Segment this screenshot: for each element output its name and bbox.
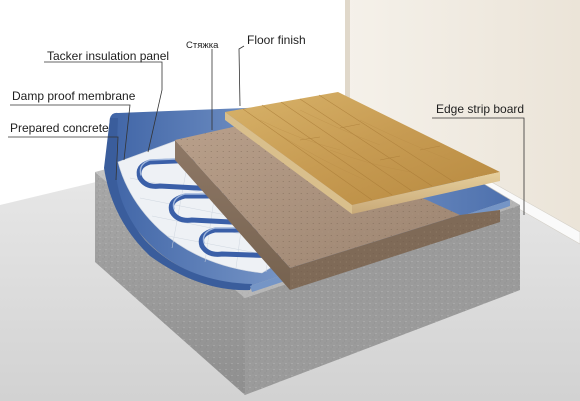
label-prepared-concrete: Prepared concrete	[10, 121, 109, 135]
leader-edge-strip	[432, 117, 525, 215]
label-tacker-panel: Tacker insulation panel	[47, 49, 169, 63]
leader-prepared-concrete	[8, 136, 119, 181]
leader-lines	[8, 45, 525, 215]
concrete-texture-right	[245, 205, 520, 395]
leader-tacker-panel	[44, 61, 163, 153]
wood-floor-edge-left	[225, 112, 352, 214]
leader-floor-finish	[238, 45, 245, 107]
label-screed: Стяжка	[186, 40, 219, 51]
wood-floor-top	[225, 92, 500, 205]
wood-grain	[259, 109, 451, 181]
screed-side-left	[175, 140, 290, 290]
screed-texture	[175, 122, 460, 268]
label-floor-finish: Floor finish	[247, 33, 306, 47]
screed-texture-front	[290, 210, 500, 290]
wall-corner-edge	[345, 0, 350, 108]
heating-pipe	[136, 157, 293, 259]
leader-damp-membrane	[10, 104, 131, 161]
wood-planks	[242, 94, 455, 201]
heating-pipe-highlight	[139, 157, 291, 244]
label-damp-membrane: Damp proof membrane	[12, 89, 136, 103]
label-edge-strip: Edge strip board	[436, 102, 524, 116]
wood-floor-edge-front	[352, 172, 500, 214]
room-wall	[345, 0, 580, 240]
